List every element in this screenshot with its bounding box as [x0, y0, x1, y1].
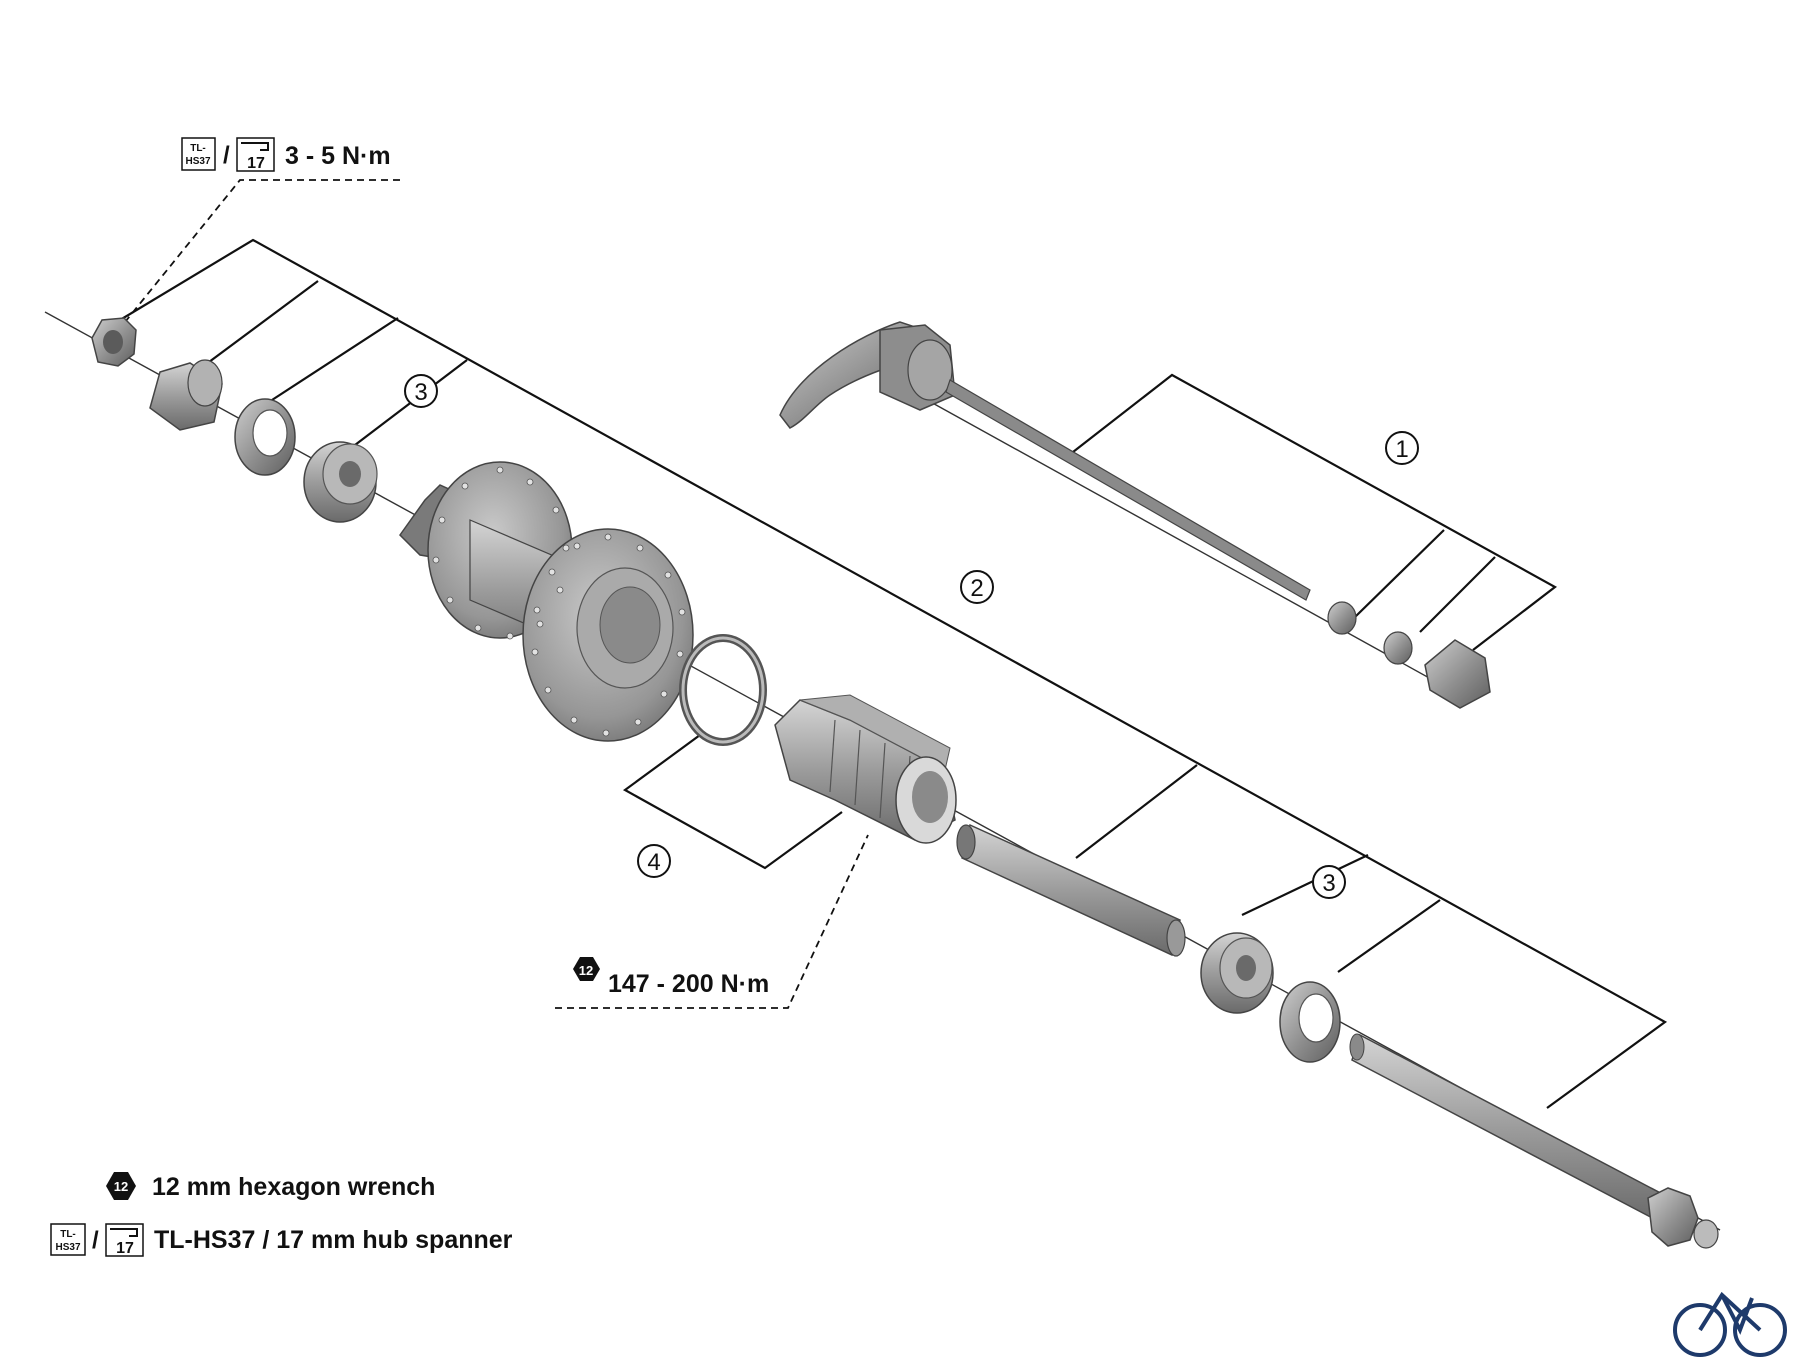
svg-text:HS37: HS37: [185, 156, 210, 167]
bearing-left: [303, 441, 378, 523]
svg-text:1: 1: [1395, 436, 1408, 463]
skewer-axis: [899, 384, 1461, 696]
svg-text:/: /: [223, 142, 230, 169]
tl-hs37-tool-icon: TL- HS37: [181, 137, 216, 171]
callout-3-left: 3: [404, 374, 438, 408]
skewer-rod: [945, 379, 1311, 601]
axle-sleeve: [956, 823, 1186, 957]
bearing-right: [1200, 932, 1274, 1014]
freehub-spacer-ring: [679, 634, 767, 746]
svg-text:12: 12: [114, 1179, 128, 1194]
bicycle-logo-icon: [1673, 1291, 1787, 1357]
legend-hex-wrench-row: 12 12 mm hexagon wrench: [106, 1172, 435, 1201]
svg-text:3 - 5 N·m: 3 - 5 N·m: [285, 142, 391, 170]
skewer-spring-2: [1383, 631, 1413, 665]
svg-text:HS37: HS37: [55, 1242, 80, 1253]
callout-1: 1: [1385, 431, 1419, 465]
callout-1-bracket: [1072, 373, 1558, 651]
svg-text:147 - 200 N·m: 147 - 200 N·m: [608, 970, 769, 998]
hub-spanner-17-icon: 17: [236, 137, 275, 172]
tl-hs37-tool-icon: TL- HS37: [50, 1223, 86, 1256]
dust-cap-left: [234, 398, 296, 476]
skewer-nut: [1424, 639, 1491, 709]
svg-text:/: /: [92, 1227, 99, 1254]
callout-2: 2: [960, 570, 994, 604]
callout-4-bracket: [622, 734, 843, 870]
hex-wrench-12-icon: 12: [106, 1172, 136, 1200]
torque-mid-leader: [555, 834, 869, 1009]
skewer-spring-1: [1327, 601, 1357, 635]
svg-text:17: 17: [247, 155, 265, 172]
legend: 12 12 mm hexagon wrench TL- HS37 / 17 TL…: [50, 1172, 513, 1257]
hub-shell: [399, 461, 694, 742]
hub-spanner-17-icon: 17: [105, 1223, 144, 1257]
svg-text:12 mm hexagon wrench: 12 mm hexagon wrench: [152, 1173, 435, 1201]
svg-text:TL-: TL-: [190, 143, 206, 154]
torque-spec-top: TL- HS37 / 17 3 - 5 N·m: [181, 137, 391, 172]
svg-text:2: 2: [970, 575, 983, 602]
svg-text:4: 4: [647, 849, 660, 876]
lock-nut: [91, 317, 137, 367]
torque-top-leader: [124, 179, 400, 323]
svg-text:17: 17: [116, 1240, 134, 1257]
svg-text:3: 3: [1322, 870, 1335, 897]
freehub-body: [774, 694, 957, 844]
torque-spec-freehub: 12 147 - 200 N·m: [573, 957, 769, 998]
svg-text:12: 12: [579, 963, 593, 978]
callout-4: 4: [637, 844, 671, 878]
thru-axle: [1349, 1033, 1719, 1249]
svg-text:TL-HS37 / 17 mm hub spanner: TL-HS37 / 17 mm hub spanner: [154, 1226, 513, 1254]
svg-text:3: 3: [414, 379, 427, 406]
quick-release-lever: [779, 321, 956, 429]
legend-hub-spanner-row: TL- HS37 / 17 TL-HS37 / 17 mm hub spanne…: [50, 1223, 513, 1257]
spacer: [149, 359, 223, 431]
svg-text:TL-: TL-: [60, 1229, 76, 1240]
dust-cap-right: [1279, 981, 1341, 1063]
callout-3-right: 3: [1312, 865, 1346, 899]
hex-wrench-12-icon: 12: [573, 957, 600, 981]
